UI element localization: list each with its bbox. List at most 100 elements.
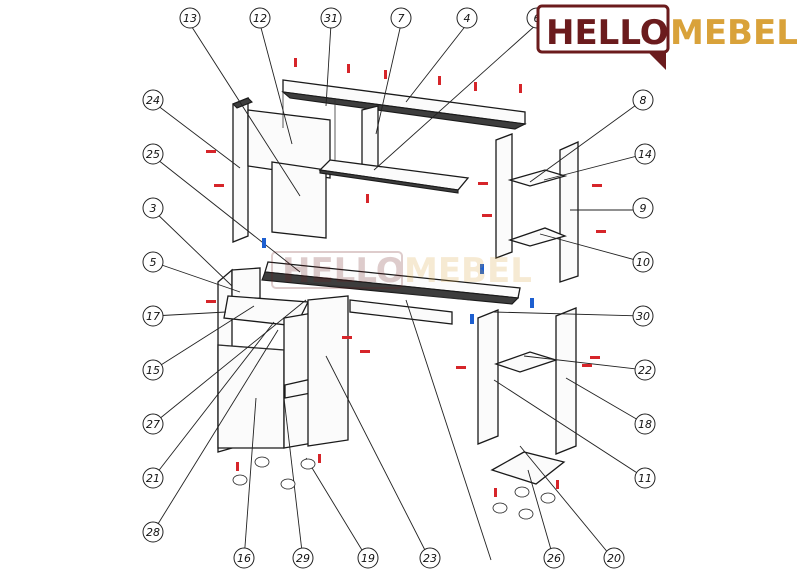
callout-20: 20: [603, 547, 625, 569]
leg-glides: [232, 456, 556, 520]
fastener-red-icon: [582, 364, 592, 367]
callout-circle: [249, 7, 271, 29]
callout-circle: [632, 305, 654, 327]
callout-circle: [634, 359, 656, 381]
callout-8: 8: [632, 89, 654, 111]
callout-number: 27: [146, 418, 160, 431]
callout-number: 16: [237, 552, 251, 565]
callout-number: 15: [146, 364, 160, 377]
callout-28: 28: [142, 521, 164, 543]
callout-number: 14: [638, 148, 652, 161]
callout-labels: 1312317462482514395101730152227182111281…: [142, 7, 656, 569]
callout-circle: [179, 7, 201, 29]
callout-number: 24: [146, 94, 160, 107]
callout-circle: [634, 467, 656, 489]
callout-3: 3: [142, 197, 164, 219]
callout-number: 10: [636, 256, 650, 269]
callout-13: 13: [179, 7, 201, 29]
callout-number: 31: [324, 12, 338, 25]
callout-number: 3: [150, 202, 157, 215]
callout-circle: [603, 547, 625, 569]
fastener-red-icon: [347, 64, 350, 73]
right-top-rack: [495, 133, 579, 283]
callout-number: 8: [640, 94, 647, 107]
callout-4: 4: [456, 7, 478, 29]
callout-circle: [233, 547, 255, 569]
fastener-red-icon: [206, 300, 216, 303]
fastener-red-icon: [592, 184, 602, 187]
callout-circle: [456, 7, 478, 29]
callout-16: 16: [233, 547, 255, 569]
svg-text:HELLO: HELLO: [282, 251, 405, 291]
callout-number: 25: [146, 148, 160, 161]
callout-circle: [142, 197, 164, 219]
fastener-red-icon: [556, 480, 559, 489]
callout-number: 30: [636, 310, 650, 323]
fastener-blue-icon: [262, 238, 266, 248]
callout-circle: [292, 547, 314, 569]
callout-17: 17: [142, 305, 164, 327]
callout-number: 21: [146, 472, 160, 485]
callout-12: 12: [249, 7, 271, 29]
fastener-blue-icon: [480, 264, 484, 274]
callout-19: 19: [357, 547, 379, 569]
callout-circle: [390, 7, 412, 29]
callout-number: 7: [398, 12, 405, 25]
callout-number: 17: [146, 310, 160, 323]
glide-foot-icon: [300, 458, 316, 470]
callout-15: 15: [142, 359, 164, 381]
right-lower-rack: [477, 307, 577, 485]
fastener-blue-icon: [470, 314, 474, 324]
glide-foot-icon: [514, 486, 530, 498]
fastener-markers: [206, 58, 606, 497]
callout-25: 25: [142, 143, 164, 165]
fastener-red-icon: [236, 462, 239, 471]
callout-number: 29: [296, 552, 310, 565]
glide-foot-icon: [232, 474, 248, 486]
glide-foot-icon: [518, 508, 534, 520]
callout-5: 5: [142, 251, 164, 273]
callout-circle: [142, 305, 164, 327]
fastener-red-icon: [318, 454, 321, 463]
fastener-red-icon: [596, 230, 606, 233]
fastener-red-icon: [438, 76, 441, 85]
callout-24: 24: [142, 89, 164, 111]
fastener-red-icon: [590, 356, 600, 359]
logo-part-mebel: MEBEL: [670, 13, 798, 53]
callout-circle: [632, 89, 654, 111]
callout-circle: [357, 547, 379, 569]
callout-number: 9: [640, 202, 647, 215]
callout-circle: [634, 143, 656, 165]
fastener-red-icon: [366, 194, 369, 203]
callout-number: 20: [607, 552, 621, 565]
pedestal-assembly: [217, 267, 349, 453]
fastener-red-icon: [342, 336, 352, 339]
callout-26: 26: [543, 547, 565, 569]
callout-number: 4: [464, 12, 471, 25]
brand-logo: HELLO MEBEL: [536, 4, 798, 70]
desk-top-assembly: [261, 261, 521, 325]
svg-text:MEBEL: MEBEL: [404, 251, 532, 291]
center-watermark: HELLO MEBEL: [271, 251, 532, 291]
callout-22: 22: [634, 359, 656, 381]
callout-circle: [142, 251, 164, 273]
callout-circle: [419, 547, 441, 569]
callout-circle: [142, 467, 164, 489]
callout-number: 13: [183, 12, 197, 25]
fastener-blue-icon: [530, 298, 534, 308]
callout-11: 11: [634, 467, 656, 489]
callout-number: 22: [638, 364, 652, 377]
fastener-red-icon: [478, 182, 488, 185]
callout-circle: [634, 413, 656, 435]
callout-circle: [320, 7, 342, 29]
callout-27: 27: [142, 413, 164, 435]
callout-number: 19: [361, 552, 375, 565]
upper-shelf-assembly: [232, 79, 527, 243]
callout-number: 18: [638, 418, 652, 431]
callout-circle: [632, 197, 654, 219]
callout-9: 9: [632, 197, 654, 219]
logo-part-hello: HELLO: [546, 13, 669, 53]
glide-foot-icon: [540, 492, 556, 504]
callout-number: 28: [146, 526, 160, 539]
